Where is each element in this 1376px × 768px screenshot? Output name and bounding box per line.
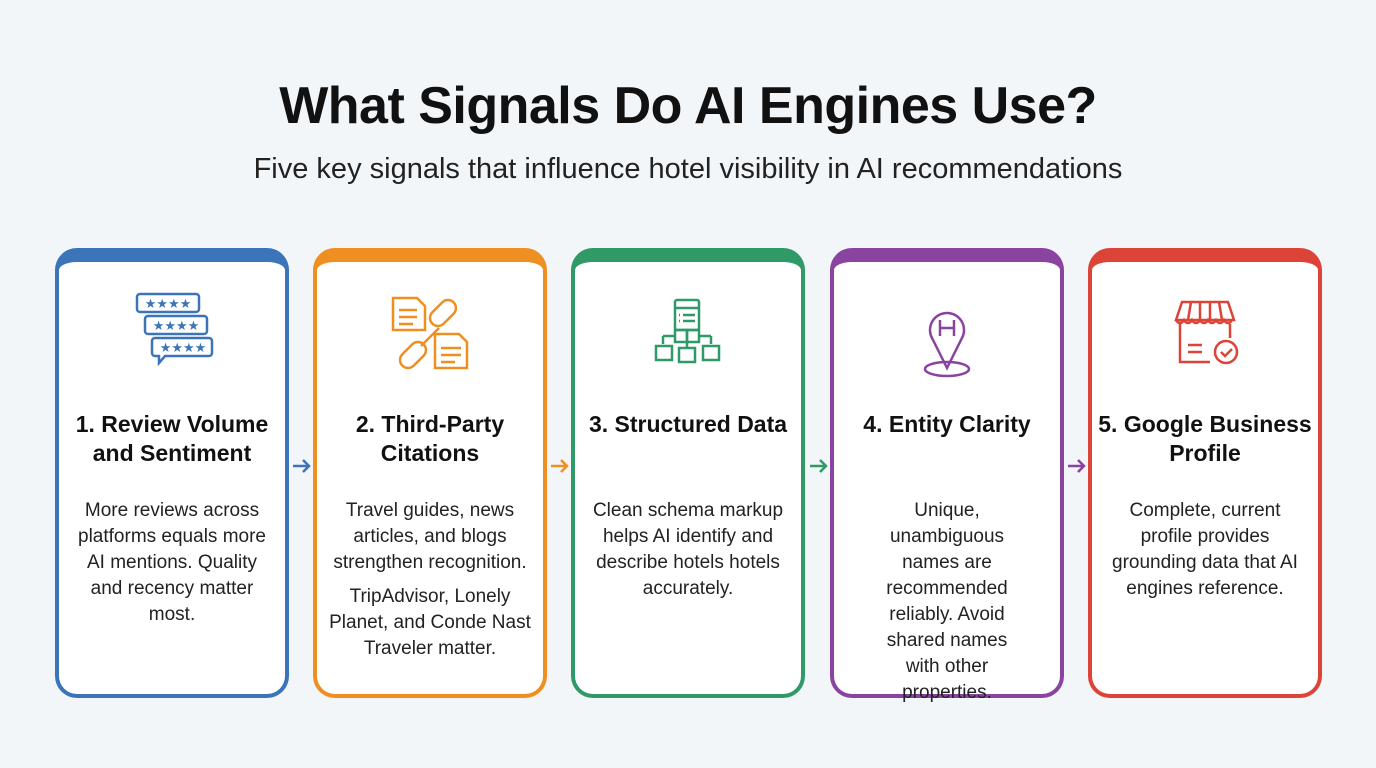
svg-text:★★★★: ★★★★ — [153, 318, 200, 333]
card-body: Travel guides, news articles, and blogs … — [333, 500, 527, 573]
hotel-location-pin-icon — [834, 290, 1060, 380]
signal-card-reviews: ★★★★ ★★★★ ★★★★ 1. Review Volume and Sent… — [55, 248, 289, 698]
arrow-right-icon — [810, 459, 828, 473]
card-body: Unique, unambiguous names are recommende… — [886, 500, 1008, 703]
card-body: Clean schema markup helps AI identify an… — [592, 500, 784, 599]
signal-card-entity-clarity: 4. Entity Clarity Unique, unambiguous na… — [830, 248, 1064, 703]
signal-card-google-business-profile: 5. Google Business Profile Complete, cur… — [1088, 248, 1322, 698]
svg-text:★★★★: ★★★★ — [160, 340, 207, 355]
arrow-right-icon — [1068, 459, 1086, 473]
signal-card-structured-data: 3. Structured Data Clean schema markup h… — [571, 248, 805, 698]
card-body: Complete, current profile provides groun… — [1112, 500, 1298, 599]
review-stars-icon: ★★★★ ★★★★ ★★★★ — [59, 290, 285, 380]
link-documents-icon — [317, 290, 543, 380]
card-heading: 5. Google Business Profile — [1098, 411, 1312, 466]
schema-hierarchy-icon — [575, 290, 801, 380]
card-heading: 3. Structured Data — [588, 411, 788, 437]
card-heading: 2. Third-Party Citations — [355, 411, 505, 466]
signal-card-citations: 2. Third-Party Citations Travel guides, … — [313, 248, 547, 698]
page-title: What Signals Do AI Engines Use? — [279, 77, 1097, 135]
page-subtitle: Five key signals that influence hotel vi… — [253, 153, 1123, 185]
svg-text:★★★★: ★★★★ — [145, 296, 192, 311]
arrow-right-icon — [551, 459, 569, 473]
arrow-right-icon — [293, 459, 311, 473]
card-body-extra: TripAdvisor, Lonely Planet, and Conde Na… — [329, 586, 531, 659]
card-heading: 4. Entity Clarity — [863, 411, 1031, 437]
card-heading: 1. Review Volume and Sentiment — [75, 411, 269, 466]
card-body: More reviews across platforms equals mor… — [78, 500, 266, 625]
verified-storefront-icon — [1092, 290, 1318, 380]
